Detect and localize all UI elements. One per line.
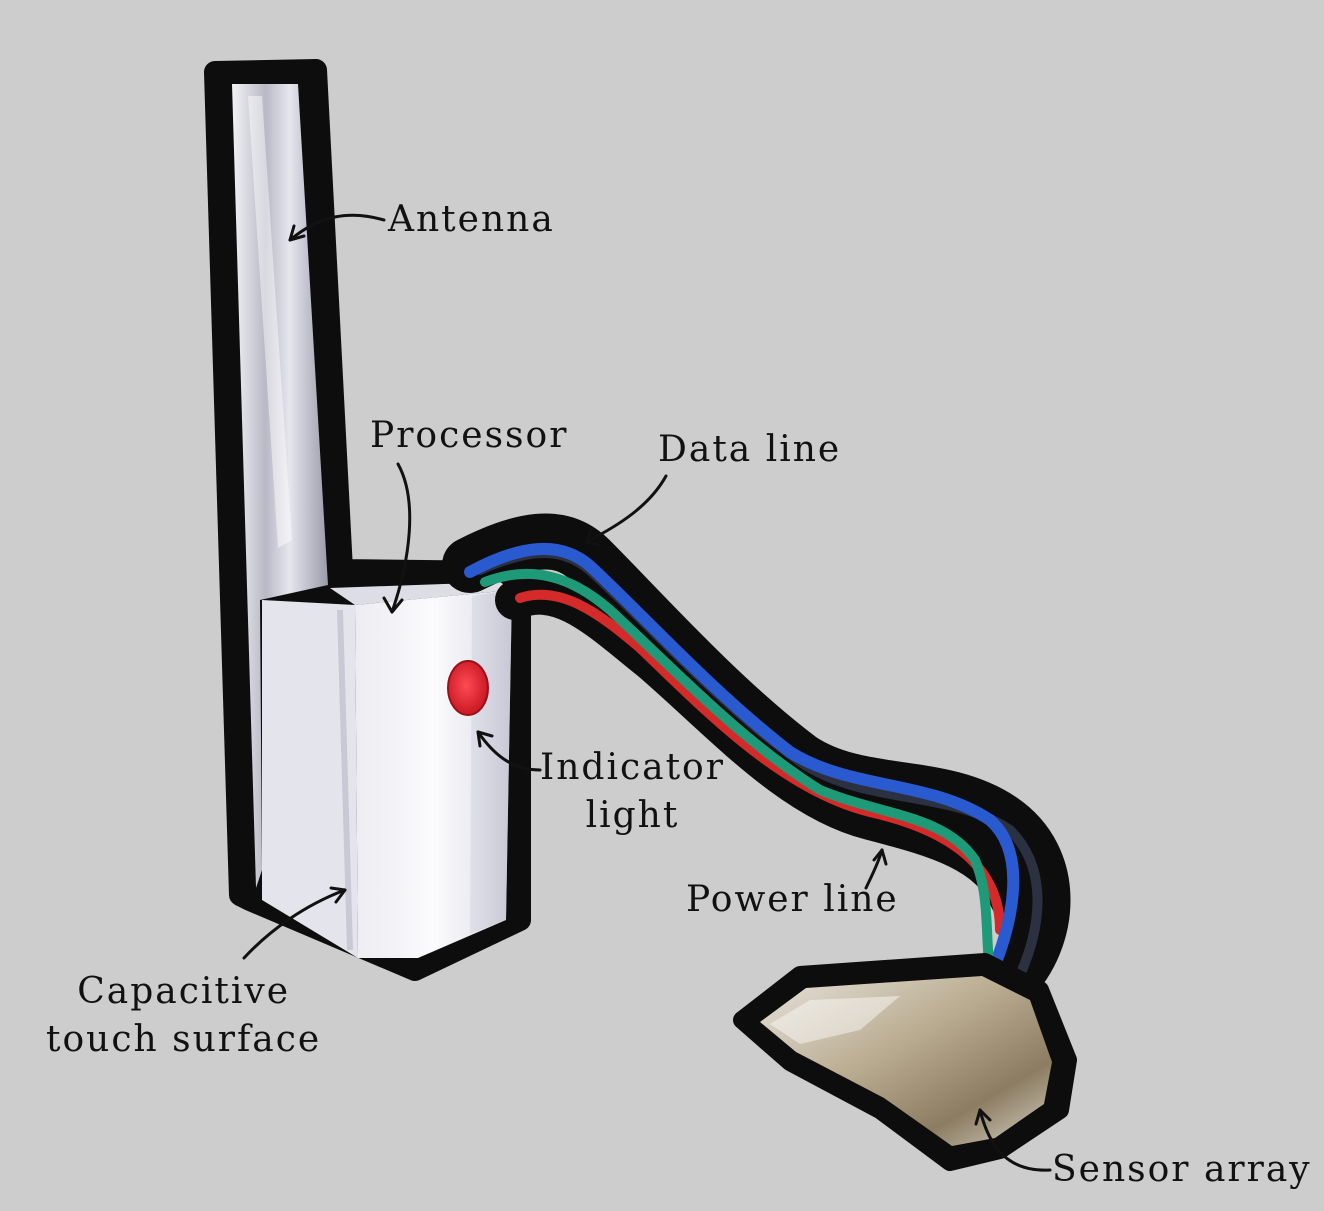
label-capacitive-line1: Capacitive [46,968,321,1016]
label-antenna: Antenna [388,196,555,244]
label-capacitive-touch-surface: Capacitive touch surface [46,968,321,1064]
label-sensor-array: Sensor array [1052,1146,1312,1194]
label-capacitive-line2: touch surface [46,1016,321,1064]
indicator-light [448,661,488,715]
arrow-data-line [586,476,666,545]
label-processor: Processor [370,412,568,460]
label-data-line: Data line [658,426,841,474]
label-indicator-light-line2: light [540,792,725,840]
label-indicator-light: Indicator light [540,744,725,840]
label-power-line: Power line [686,876,899,924]
label-indicator-light-line1: Indicator [540,744,725,792]
sensor-array-pad [742,962,1068,1162]
